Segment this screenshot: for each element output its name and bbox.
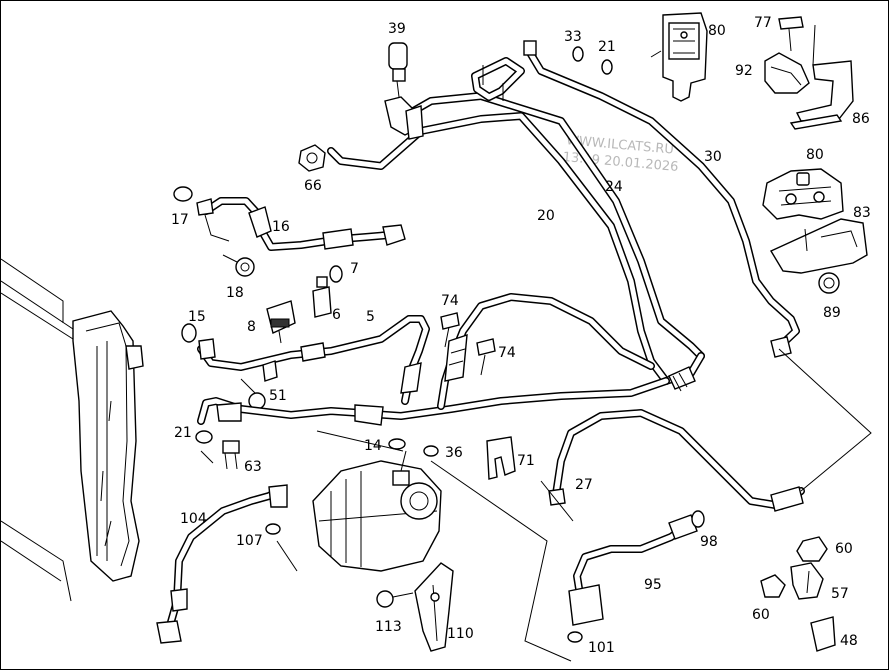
- callout-33: 33: [564, 29, 582, 45]
- callout-66: 66: [304, 178, 322, 194]
- callout-80-lower: 80: [806, 147, 824, 163]
- callout-60-lower: 60: [752, 607, 770, 623]
- part-77-92-86-bracket: [764, 16, 854, 130]
- callout-36: 36: [445, 445, 463, 461]
- part-71-clamp: [486, 436, 516, 480]
- o-ring-36: [423, 445, 439, 457]
- line-27: [540, 348, 872, 522]
- line-16: [173, 186, 406, 251]
- callout-63: 63: [244, 459, 262, 475]
- callout-113: 113: [375, 619, 402, 635]
- callout-51: 51: [269, 388, 287, 404]
- callout-71: 71: [517, 453, 535, 469]
- part-113-bolt: [376, 590, 414, 608]
- callout-104: 104: [180, 511, 207, 527]
- parts-60-57-48: [760, 536, 836, 652]
- compressor: [312, 430, 442, 572]
- part-18-bolt: [222, 254, 255, 277]
- callout-14: 14: [364, 438, 382, 454]
- callout-27: 27: [575, 477, 593, 493]
- callout-89: 89: [823, 305, 841, 321]
- callout-5: 5: [366, 309, 375, 325]
- line-104: [156, 484, 298, 644]
- part-83-bracket: [769, 218, 868, 274]
- bolts-74: [440, 312, 496, 376]
- condenser-radiator: [1, 258, 144, 602]
- callout-107: 107: [236, 533, 263, 549]
- callout-16: 16: [272, 219, 290, 235]
- callout-39: 39: [388, 21, 406, 37]
- callout-48: 48: [840, 633, 858, 649]
- callout-86: 86: [852, 111, 870, 127]
- callout-80-top: 80: [708, 23, 726, 39]
- callout-24: 24: [605, 179, 623, 195]
- callout-95: 95: [644, 577, 662, 593]
- callout-98: 98: [700, 534, 718, 550]
- callout-60-top: 60: [835, 541, 853, 557]
- line-5: [181, 315, 430, 405]
- part-80-lower-clamp: [762, 168, 844, 220]
- callout-7: 7: [350, 261, 359, 277]
- callout-77: 77: [754, 15, 772, 31]
- line-30: [471, 40, 800, 358]
- line-20-24: [327, 92, 705, 420]
- callout-30: 30: [704, 149, 722, 165]
- line-21-lower: [195, 397, 384, 470]
- callout-labels: 39 33 21 80 77 92 86 66 30 24 80 17 16 2…: [171, 15, 871, 656]
- callout-74-top: 74: [441, 293, 459, 309]
- callout-17: 17: [171, 212, 189, 228]
- callout-15: 15: [188, 309, 206, 325]
- callout-83: 83: [853, 205, 871, 221]
- callout-101: 101: [588, 640, 615, 656]
- part-39-valve: [384, 42, 424, 140]
- line-95: [430, 460, 705, 662]
- callout-6: 6: [332, 307, 341, 323]
- callout-18: 18: [226, 285, 244, 301]
- callout-8: 8: [247, 319, 256, 335]
- callout-74-right: 74: [498, 345, 516, 361]
- part-80-upper-clamp: [650, 12, 708, 102]
- callout-21-lower: 21: [174, 425, 192, 441]
- part-110-bracket: [414, 562, 454, 652]
- part-89-nut: [818, 272, 840, 294]
- part-66-nut: [298, 144, 326, 172]
- callout-92: 92: [735, 63, 753, 79]
- callout-21-top: 21: [598, 39, 616, 55]
- line-loop-mid: [437, 293, 655, 410]
- switch-parts-6-7-8: [266, 265, 343, 344]
- callout-20: 20: [537, 208, 555, 224]
- callout-110: 110: [447, 626, 474, 642]
- o-rings-top: [572, 46, 613, 75]
- callout-57: 57: [831, 586, 849, 602]
- part-51-fitting: [240, 360, 278, 410]
